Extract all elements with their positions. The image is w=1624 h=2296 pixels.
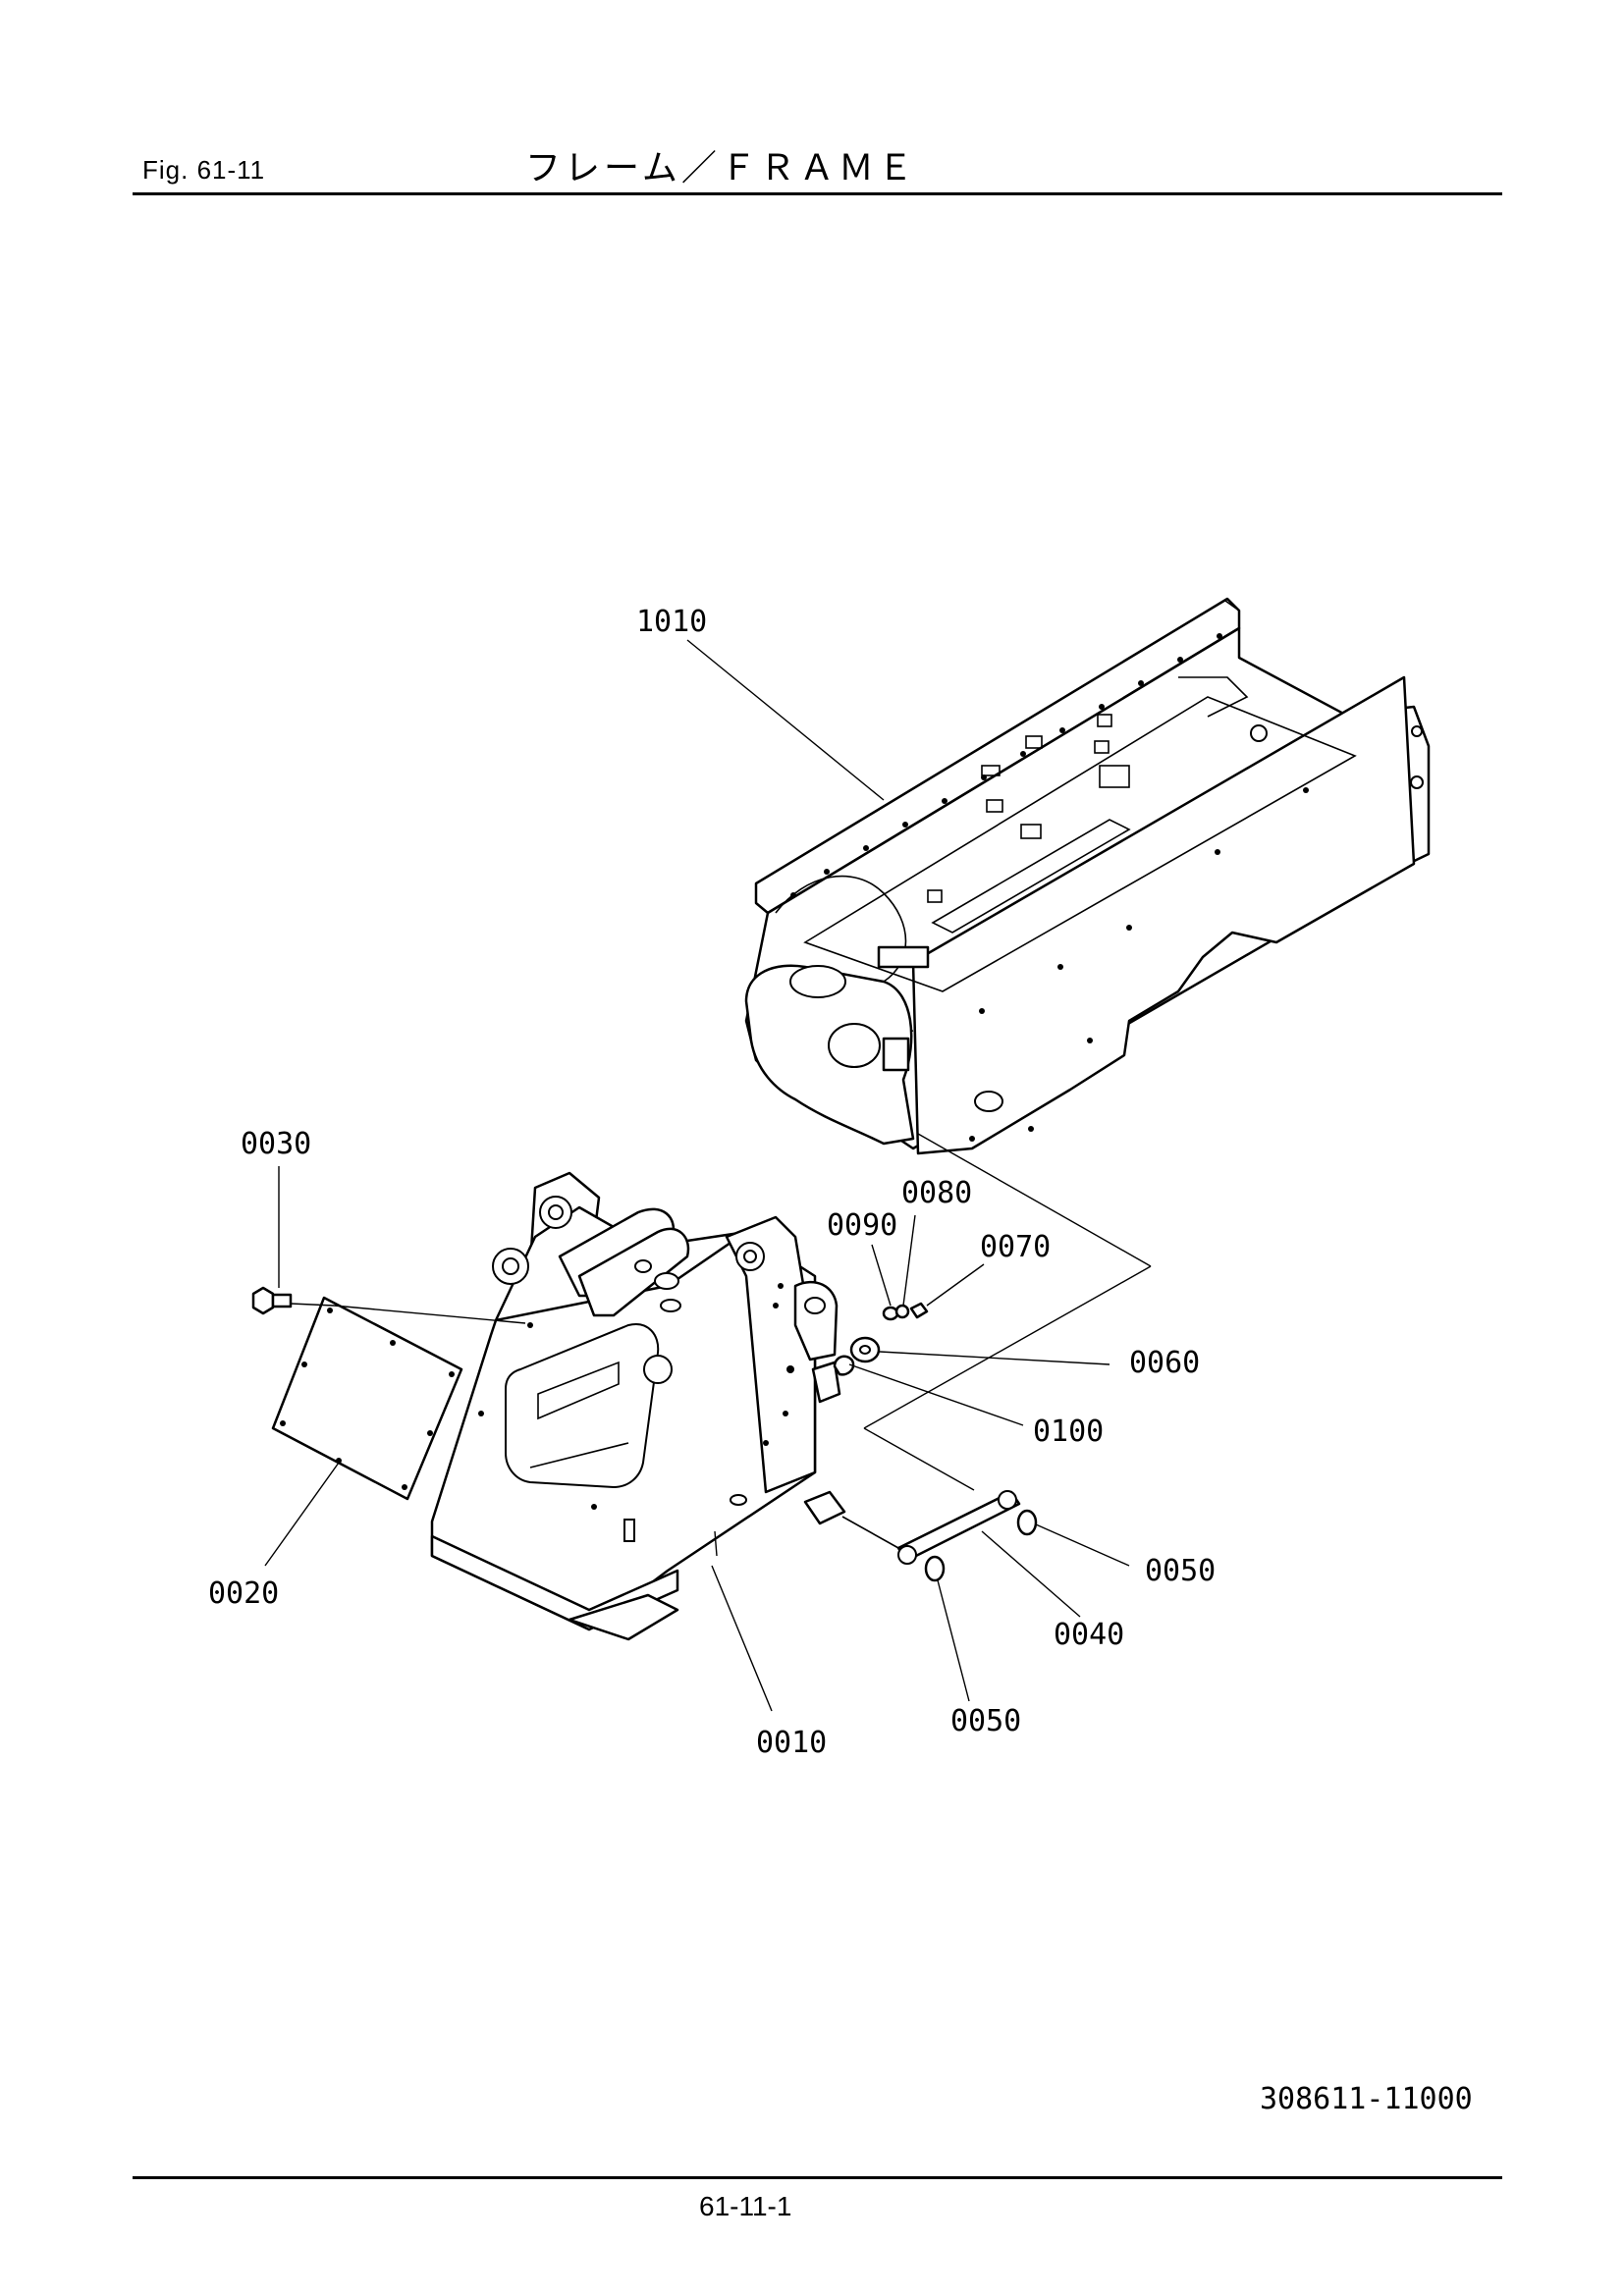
callout-0040: 0040 — [1054, 1618, 1124, 1652]
pin-assembly-parts — [833, 1302, 929, 1376]
callout-0020: 0020 — [208, 1576, 279, 1611]
rear-frame-1010 — [744, 597, 1431, 1155]
bolt-0030 — [251, 1286, 293, 1315]
callout-0060: 0060 — [1129, 1346, 1200, 1380]
document-number: 308611-11000 — [1260, 2082, 1473, 2116]
front-frame-0010 — [430, 1171, 846, 1641]
page-number: 61-11-1 — [699, 2191, 792, 2221]
callout-0050-upper: 0050 — [1145, 1554, 1216, 1588]
page-title: フレーム／ＦＲＡＭＥ — [525, 148, 917, 188]
callout-0070: 0070 — [980, 1230, 1051, 1264]
callout-0100: 0100 — [1033, 1415, 1104, 1449]
callout-0030: 0030 — [241, 1127, 311, 1161]
callout-0050-lower: 0050 — [950, 1704, 1021, 1738]
footer-rule — [133, 2176, 1502, 2179]
header-rule — [133, 192, 1502, 195]
part-callouts: 1010 0030 0080 0090 0070 0060 0100 0050 … — [208, 605, 1216, 1760]
callout-1010: 1010 — [636, 605, 707, 639]
callout-0080: 0080 — [901, 1176, 972, 1210]
callout-0090: 0090 — [827, 1208, 897, 1243]
leader-lines — [264, 639, 1152, 1712]
cover-plate-0020 — [271, 1296, 463, 1501]
figure-number: Fig. 61-11 — [142, 155, 266, 185]
callout-0010: 0010 — [756, 1726, 827, 1760]
link-plate-0040 — [841, 1490, 1038, 1582]
